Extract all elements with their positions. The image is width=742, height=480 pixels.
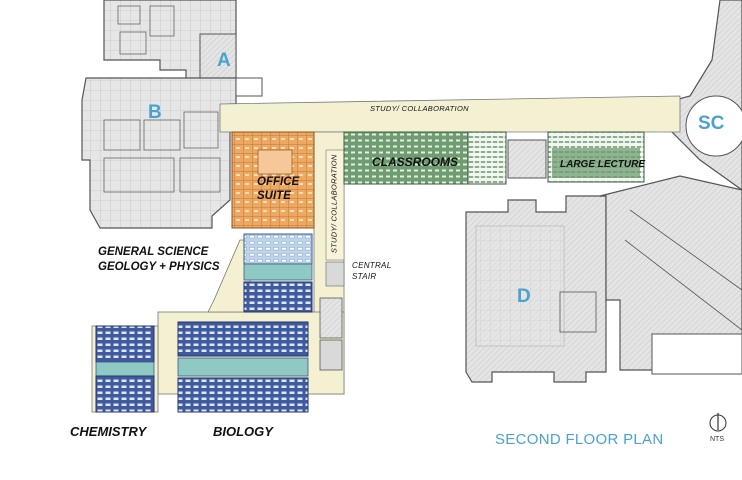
building-d-footprint (465, 195, 607, 383)
building-label-a: A (217, 50, 231, 71)
classrooms-label: CLASSROOMS (372, 155, 459, 169)
large-lecture-label: LARGE LECTURE (560, 159, 645, 170)
nts-label: NTS (710, 436, 724, 443)
study-collaboration-top-label: STUDY/ COLLABORATION (370, 104, 469, 113)
general-science-label-line2: GEOLOGY + PHYSICS (98, 261, 220, 273)
new-addition (91, 95, 681, 413)
study-collaboration-vertical-label: STUDY/ COLLABORATION (329, 154, 339, 254)
office-suite-label-line2: SUITE (257, 190, 291, 202)
building-label-b: B (148, 102, 162, 123)
building-label-sc: SC (698, 113, 725, 134)
general-science-label-line1: GENERAL SCIENCE (98, 246, 209, 258)
office-suite-label-line1: OFFICE (257, 176, 300, 188)
floor-plan-title: SECOND FLOOR PLAN (495, 431, 664, 448)
chemistry-label: CHEMISTRY (70, 424, 147, 439)
central-stair-label-line2: STAIR (352, 272, 377, 281)
central-stair-label-line1: CENTRAL (352, 261, 392, 270)
biology-label: BIOLOGY (213, 424, 273, 439)
building-label-d: D (517, 286, 531, 307)
building-sc-footprint (599, 0, 742, 375)
north-arrow-icon (709, 413, 727, 432)
